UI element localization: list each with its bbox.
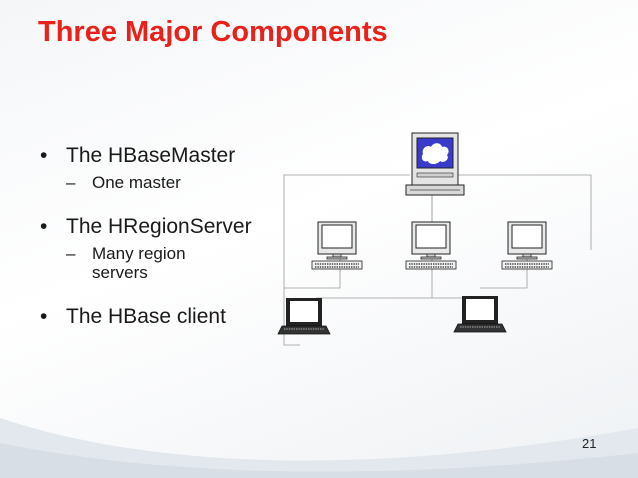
network-lines	[283, 174, 592, 346]
sub-bullet-item: – Many region servers	[66, 244, 278, 282]
bullet-marker: •	[40, 144, 48, 167]
bullet-text: The HBaseMaster	[66, 144, 236, 167]
slide-title: Three Major Components	[38, 16, 388, 48]
background-swoosh	[0, 418, 638, 478]
sub-bullet-marker: –	[66, 244, 76, 263]
desktop-computer-icon	[405, 221, 457, 270]
desktop-computer-icon	[501, 221, 553, 270]
bullet-text: The HBase client	[66, 305, 226, 328]
server-monitor-icon	[405, 132, 465, 196]
desktop-computer-icon	[311, 221, 363, 270]
sub-bullet-text: One master	[92, 173, 181, 192]
sub-bullet-item: – One master	[66, 173, 278, 192]
page-number: 21	[582, 436, 597, 451]
laptop-icon	[453, 295, 507, 333]
bullet-item: • The HBaseMaster	[28, 143, 278, 169]
bullet-item: • The HRegionServer	[28, 214, 278, 240]
sub-bullet-text: Many region servers	[92, 244, 186, 282]
bullet-marker: •	[40, 215, 48, 238]
bullet-list: • The HBaseMaster – One master • The HRe…	[28, 143, 278, 330]
bullet-item: • The HBase client	[28, 304, 278, 330]
laptop-icon	[277, 297, 331, 335]
sub-bullet-marker: –	[66, 173, 76, 192]
bullet-text: The HRegionServer	[66, 215, 252, 238]
bullet-marker: •	[40, 305, 48, 328]
